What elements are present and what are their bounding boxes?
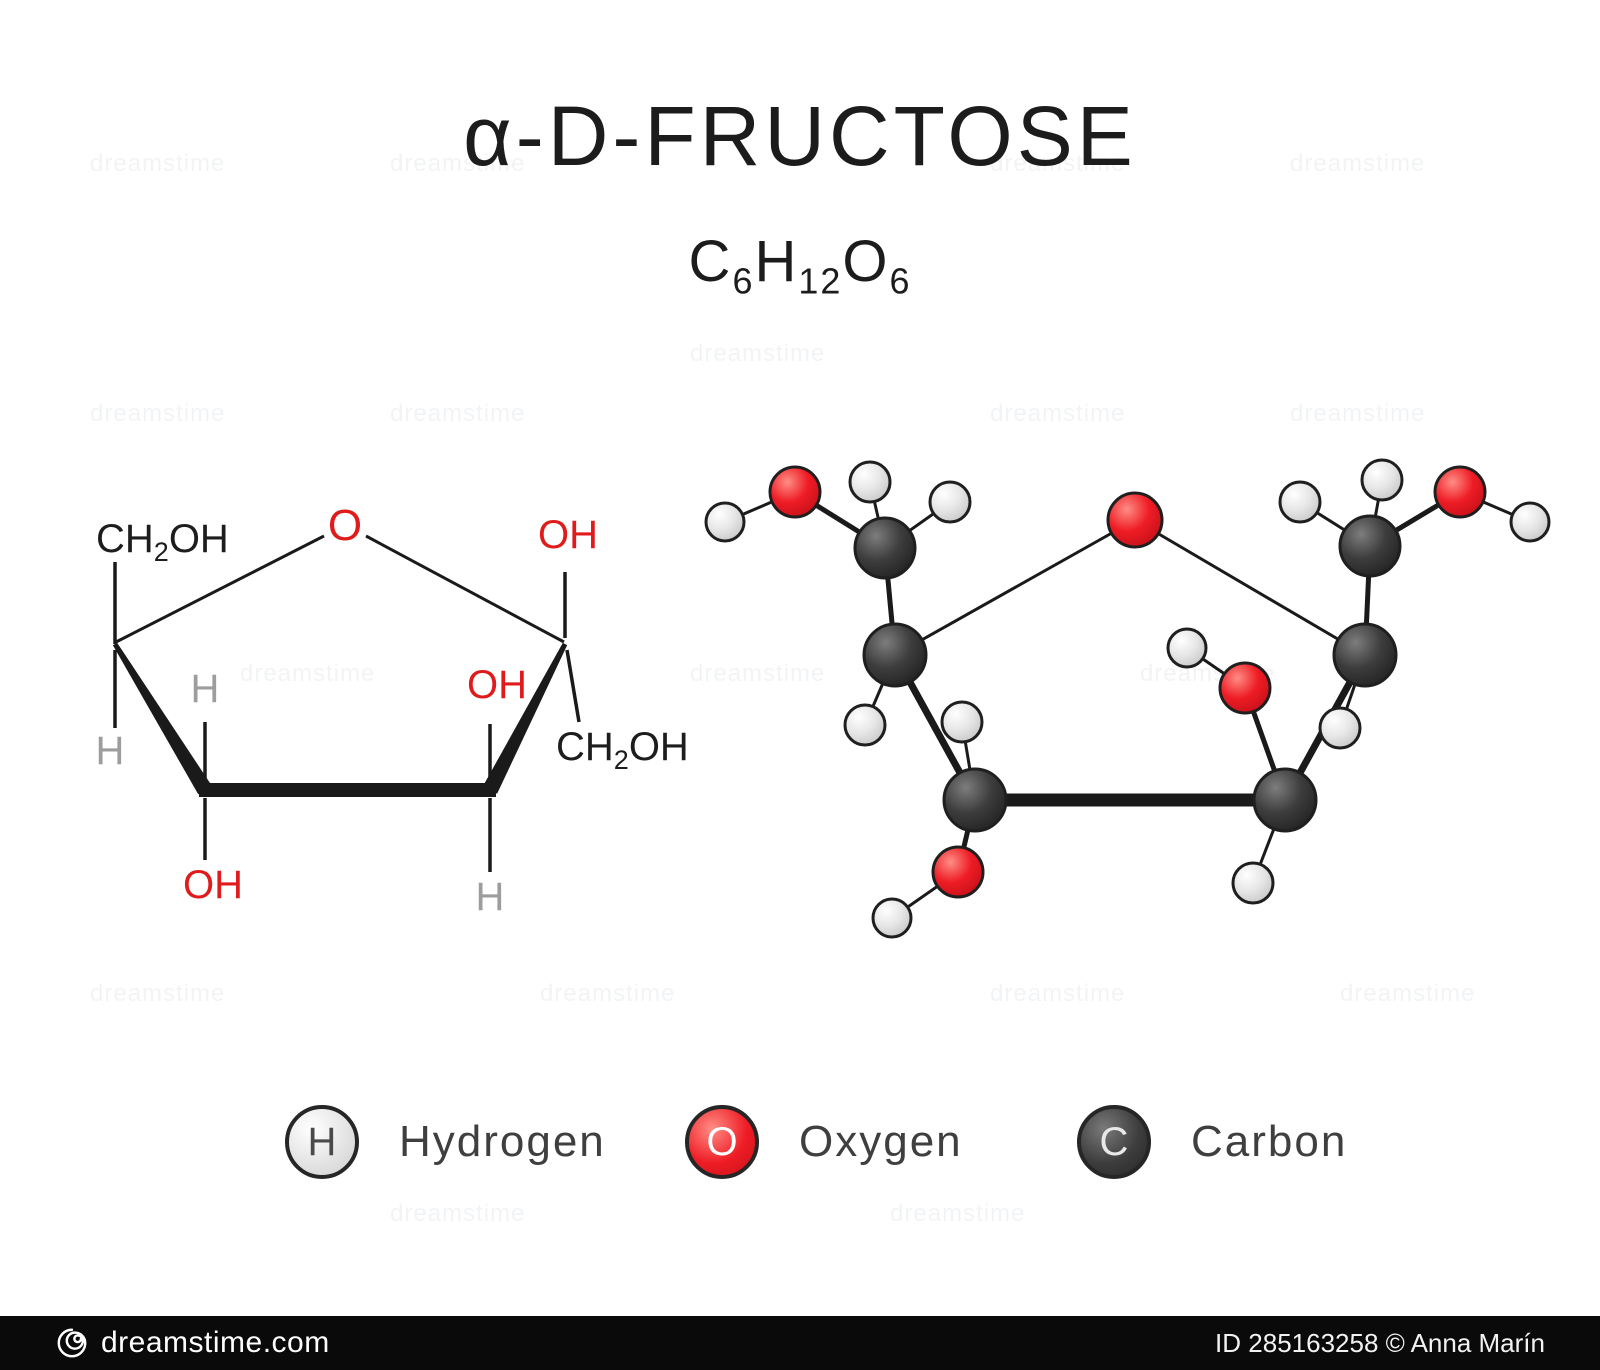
formula-c: C bbox=[688, 229, 733, 294]
watermark: dreamstime bbox=[390, 1200, 526, 1227]
dreamstime-logo-icon bbox=[57, 1328, 87, 1358]
hydrogen-legend-ball: H bbox=[285, 1105, 359, 1179]
hydrogen-legend-label: Hydrogen bbox=[399, 1117, 606, 1166]
carbon-symbol: C bbox=[1099, 1119, 1129, 1164]
hydrogen-symbol: H bbox=[307, 1119, 337, 1164]
carbon-atom bbox=[1332, 622, 1398, 688]
watermark: dreamstime bbox=[690, 340, 826, 367]
ch2oh-label-right: CH2OH bbox=[556, 725, 689, 775]
carbon-atom bbox=[942, 767, 1008, 833]
oxygen-atom bbox=[768, 465, 822, 519]
hydrogen-atom bbox=[871, 897, 913, 939]
hydrogen-atom bbox=[940, 700, 984, 744]
carbon-atom bbox=[1338, 514, 1402, 578]
oh-label-c2: OH bbox=[538, 513, 598, 557]
footer-credit-text: ID 285163258 © Anna Marín bbox=[1215, 1327, 1545, 1358]
skeletal-structure: O CH2OH H H OH OH H OH CH2OH bbox=[60, 430, 760, 960]
carbon-atom bbox=[853, 516, 917, 580]
oh-label-c3: OH bbox=[467, 663, 527, 707]
carbon-atom bbox=[1252, 767, 1318, 833]
oh-label-c4: OH bbox=[183, 863, 243, 907]
footer-brand: dreamstime.com bbox=[55, 1326, 330, 1360]
carbon-atom bbox=[862, 622, 928, 688]
ch2oh-label-top-left: CH2OH bbox=[96, 517, 229, 567]
hydrogen-atom bbox=[1360, 458, 1404, 502]
hydrogen-atom bbox=[1509, 501, 1551, 543]
skeletal-structure-svg: O CH2OH H H OH OH H OH CH2OH bbox=[96, 501, 689, 919]
oxygen-symbol: O bbox=[706, 1119, 738, 1164]
ball-and-stick-structure bbox=[700, 440, 1570, 960]
oxygen-legend-ball: O bbox=[685, 1105, 759, 1179]
hydrogen-atom bbox=[1318, 706, 1362, 750]
watermark: dreamstime bbox=[890, 1200, 1026, 1227]
hydrogen-atom bbox=[1231, 861, 1275, 905]
watermark: dreamstime bbox=[990, 400, 1126, 427]
skeletal-labels: O CH2OH H H OH OH H OH CH2OH bbox=[96, 501, 689, 919]
watermark: dreamstime bbox=[390, 400, 526, 427]
oxygen-legend-label: Oxygen bbox=[799, 1117, 963, 1166]
oxygen-atom bbox=[1106, 491, 1164, 549]
hydrogen-atom bbox=[704, 501, 746, 543]
page-title: α-D-FRUCTOSE bbox=[463, 89, 1137, 183]
footer-site-text: dreamstime.com bbox=[101, 1326, 330, 1359]
ring-oxygen-label: O bbox=[328, 501, 362, 550]
carbon-legend-ball: C bbox=[1077, 1105, 1151, 1179]
hydrogen-atom bbox=[1166, 627, 1208, 669]
watermark: dreamstime bbox=[90, 980, 226, 1007]
oxygen-atom bbox=[1218, 661, 1272, 715]
formula-o-sub: 6 bbox=[889, 260, 912, 302]
legend-item-carbon: C Carbon bbox=[1077, 1105, 1347, 1179]
oxygen-atom bbox=[931, 845, 985, 899]
h-label-c4: H bbox=[191, 667, 220, 711]
hydrogen-atom bbox=[1278, 480, 1322, 524]
h-label-c3: H bbox=[476, 875, 505, 919]
skeletal-wedge-bonds bbox=[112, 642, 568, 795]
skeletal-bonds bbox=[113, 534, 581, 872]
ball-stick-atoms bbox=[704, 458, 1551, 939]
hydrogen-atom bbox=[928, 480, 972, 524]
formula-c-sub: 6 bbox=[732, 260, 755, 302]
watermark: dreamstime bbox=[540, 980, 676, 1007]
hydrogen-atom bbox=[848, 460, 892, 504]
formula-h-sub: 12 bbox=[798, 260, 843, 302]
footer-bar: dreamstime.com ID 285163258 © Anna Marín bbox=[0, 1316, 1600, 1370]
formula-h: H bbox=[754, 229, 799, 294]
watermark: dreamstime bbox=[1290, 400, 1426, 427]
h-label-c5: H bbox=[96, 729, 125, 773]
oxygen-atom bbox=[1433, 465, 1487, 519]
watermark: dreamstime bbox=[990, 980, 1126, 1007]
legend-item-oxygen: O Oxygen bbox=[685, 1105, 963, 1179]
formula-o: O bbox=[842, 229, 890, 294]
chemical-formula: C6H12O6 bbox=[0, 228, 1600, 303]
watermark: dreamstime bbox=[1340, 980, 1476, 1007]
ball-and-stick-svg bbox=[704, 458, 1551, 939]
hydrogen-atom bbox=[843, 703, 887, 747]
carbon-legend-label: Carbon bbox=[1191, 1117, 1348, 1166]
legend-item-hydrogen: H Hydrogen bbox=[285, 1105, 606, 1179]
watermark: dreamstime bbox=[90, 400, 226, 427]
